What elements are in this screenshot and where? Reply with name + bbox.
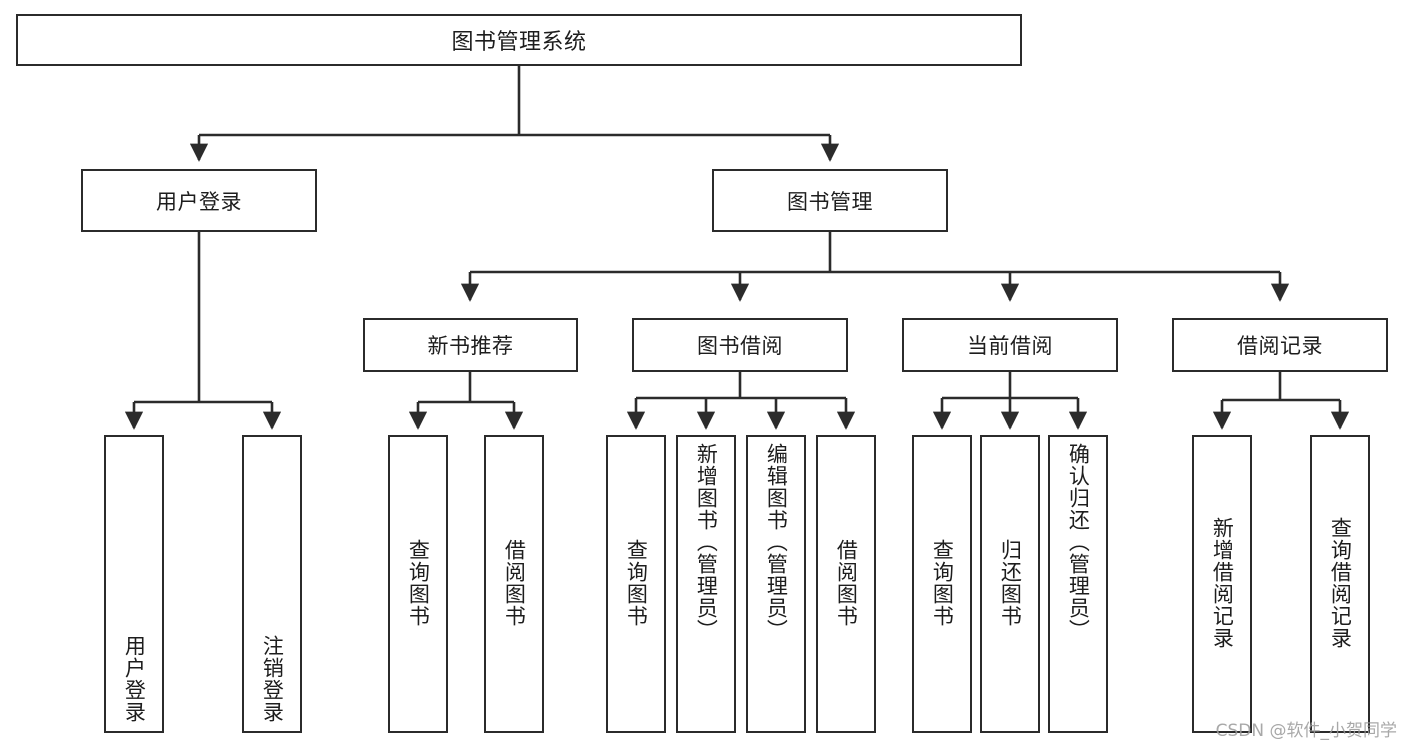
leaf-query-book-recommend[interactable]: 查询图书	[388, 435, 448, 733]
node-book-manage[interactable]: 图书管理	[712, 169, 948, 232]
leaf-return-book[interactable]: 归还图书	[980, 435, 1040, 733]
leaf-borrow-book-borrow[interactable]: 借阅图书	[816, 435, 876, 733]
node-book-borrow[interactable]: 图书借阅	[632, 318, 848, 372]
leaf-add-borrow-record[interactable]: 新增借阅记录	[1192, 435, 1252, 733]
node-root-system[interactable]: 图书管理系统	[16, 14, 1022, 66]
leaf-query-book-borrow[interactable]: 查询图书	[606, 435, 666, 733]
leaf-borrow-book-recommend[interactable]: 借阅图书	[484, 435, 544, 733]
csdn-watermark: CSDN @软件_小贺同学	[1215, 721, 1397, 741]
node-current-borrow[interactable]: 当前借阅	[902, 318, 1118, 372]
leaf-logout-login[interactable]: 注销登录	[242, 435, 302, 733]
leaf-query-borrow-record[interactable]: 查询借阅记录	[1310, 435, 1370, 733]
node-user-login[interactable]: 用户登录	[81, 169, 317, 232]
leaf-user-login[interactable]: 用户登录	[104, 435, 164, 733]
leaf-confirm-return-admin[interactable]: 确认归还（管理员）	[1048, 435, 1108, 733]
node-new-book-recommend[interactable]: 新书推荐	[363, 318, 578, 372]
leaf-edit-book-admin[interactable]: 编辑图书（管理员）	[746, 435, 806, 733]
leaf-add-book-admin[interactable]: 新增图书（管理员）	[676, 435, 736, 733]
node-borrow-record[interactable]: 借阅记录	[1172, 318, 1388, 372]
leaf-query-book-current[interactable]: 查询图书	[912, 435, 972, 733]
